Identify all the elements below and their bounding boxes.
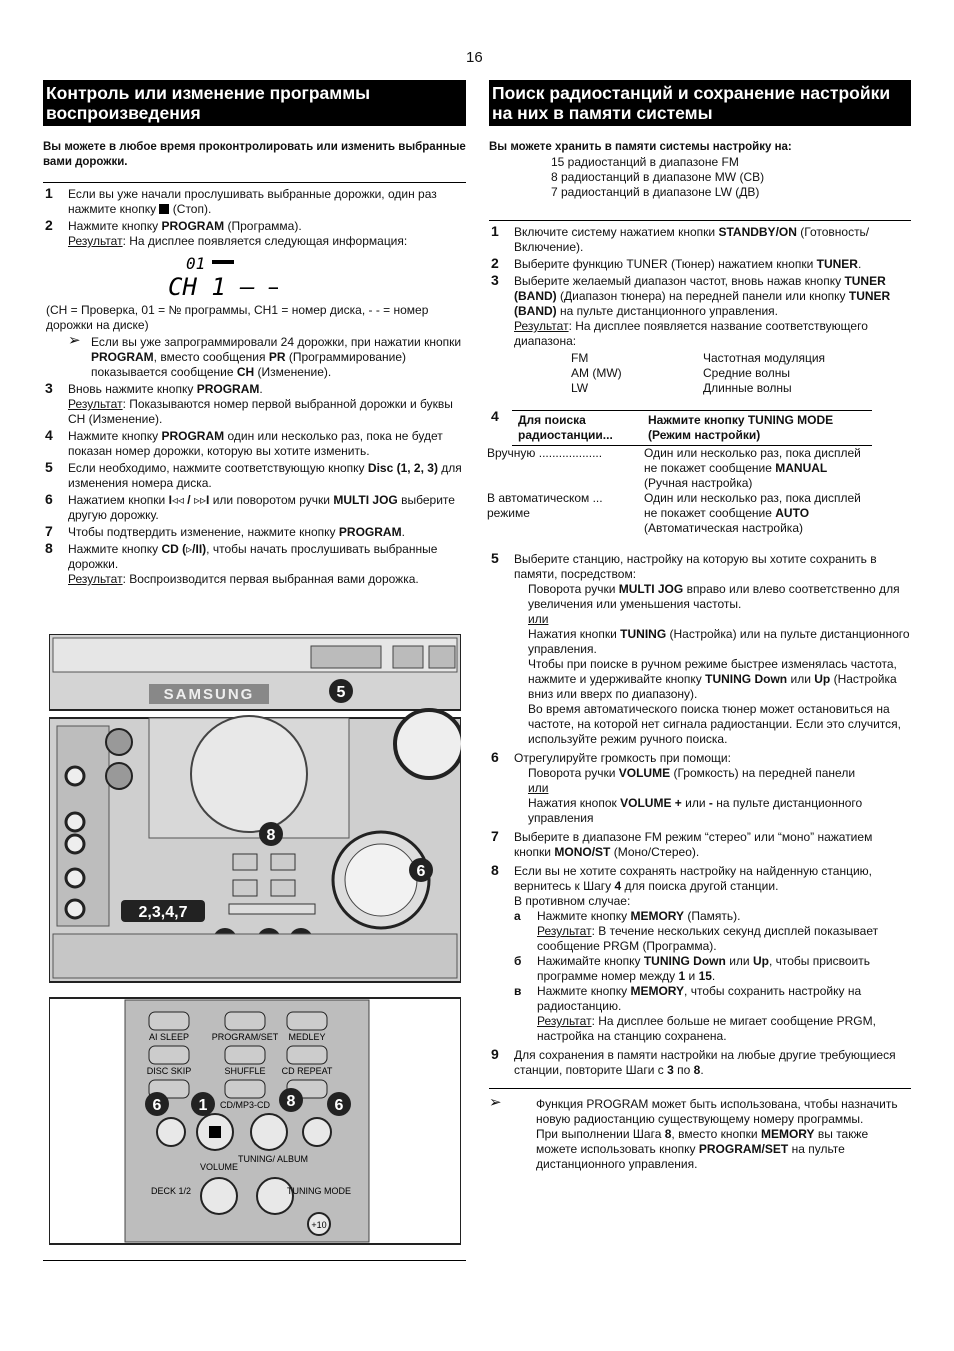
program-note: ➢ Функция PROGRAM может быть использован… [489, 1094, 898, 1171]
tuner-step-9: 9 Для сохранения в памяти настройки на л… [491, 1046, 896, 1078]
stop-icon [159, 204, 170, 214]
left-column: Контроль или изменение программы воспрои… [43, 80, 466, 587]
step-2-note: ➢ Если вы уже запрограммировали 24 дорож… [68, 332, 462, 379]
callout-1-remote: 1 [199, 1097, 208, 1114]
note-arrow-icon: ➢ [489, 1094, 502, 1111]
step-7: 7 Чтобы подтвердить изменение, нажмите к… [45, 523, 405, 540]
remote-label-program-set: PROGRAM/SET [212, 1032, 279, 1042]
lcd-legend: (CH = Проверка, 01 = № программы, CH1 = … [46, 303, 429, 332]
sub-step-b: б Нажимайте кнопку TUNING Down или Up, ч… [514, 954, 870, 983]
list-item: 15 радиостанций в диапазоне FM [551, 155, 739, 169]
table-row: Вручную ................... Один или нес… [487, 446, 861, 490]
divider [43, 182, 466, 183]
step-1: 1 Если вы уже начали прослушивать выбран… [45, 185, 437, 217]
tuner-step-4: 4 Для поиска радиостанции... Нажмите кно… [487, 409, 911, 536]
brand-logo: SAMSUNG [164, 686, 255, 703]
tuner-step-2: 2 Выберите функцию TUNER (Тюнер) нажатие… [491, 255, 862, 272]
remote-label-medley: MEDLEY [288, 1032, 325, 1042]
callout-5: 5 [337, 684, 346, 701]
divider [489, 220, 911, 221]
remote-label-volume: VOLUME [200, 1162, 238, 1172]
callout-6-jog: 6 [417, 863, 426, 880]
remote-label-disc-skip: DISC SKIP [147, 1066, 192, 1076]
sub-step-c: в Нажмите кнопку MEMORY, чтобы сохранить… [514, 984, 876, 1043]
tuner-step-5: 5 Выберите станцию, настройку на которую… [491, 550, 910, 747]
lcd-bottom-text: CH 1 – – [168, 273, 278, 301]
list-item: AM (MW)Средние волны [571, 366, 790, 380]
list-item: 8 радиостанций в диапазоне MW (CB) [551, 170, 765, 184]
remote-label-ai-sleep: AI SLEEP [149, 1032, 189, 1042]
callout-8-unit: 8 [267, 827, 276, 844]
table-row: В автоматическом ... режиме Один или нес… [487, 491, 861, 535]
tuner-step-6: 6 Отрегулируйте громкость при помощи: По… [491, 749, 863, 826]
right-column: Поиск радиостанций и сохранение настройк… [487, 80, 911, 1172]
step-2: 2 Нажмите кнопку PROGRAM (Программа). Ре… [43, 218, 466, 380]
tuner-step-7: 7 Выберите в диапазоне FM режим “стерео”… [491, 828, 873, 860]
step-8: 8 Нажмите кнопку CD (▹/II), чтобы начать… [45, 540, 438, 587]
remote-label-tuning-mode: TUNING MODE [287, 1186, 351, 1196]
step-4: 4 Нажмите кнопку PROGRAM один или нескол… [45, 427, 443, 459]
sub-step-a: а Нажмите кнопку MEMORY (Память). Резуль… [514, 909, 879, 953]
step-3: 3 Вновь нажмите кнопку PROGRAM. Результа… [45, 380, 453, 427]
step-6: 6 Нажатием кнопки I◃◃ / ▹▹I или поворото… [45, 491, 455, 523]
table-header-row: Для поиска радиостанции... Нажмите кнопк… [512, 410, 872, 446]
tuner-step-1: 1 Включите систему нажатием кнопки STAND… [491, 223, 870, 255]
tuner-step-3: 3 Выберите желаемый диапазон частот, вно… [491, 272, 891, 396]
lcd-top-text: 01 [186, 254, 205, 273]
right-intro: Вы можете хранить в памяти системы настр… [489, 141, 792, 153]
callout-8-remote: 8 [287, 1093, 296, 1110]
note-arrow-icon: ➢ [68, 332, 81, 349]
remote-label-cd-repeat: CD REPEAT [282, 1066, 333, 1076]
right-section-title: Поиск радиостанций и сохранение настройк… [489, 80, 911, 126]
left-section-title: Контроль или изменение программы воспрои… [43, 80, 466, 126]
remote-label-cd-mp3: CD/MP3-CD [220, 1100, 271, 1110]
divider [489, 1088, 911, 1089]
tuning-mode-table: Для поиска радиостанции... Нажмите кнопк… [487, 410, 872, 536]
tuner-step-8: 8 Если вы не хотите сохранять настройку … [489, 863, 911, 1044]
left-intro: Вы можете в любое время проконтролироват… [43, 141, 466, 168]
remote-label-deck: DECK 1/2 [151, 1186, 191, 1196]
callout-6-remote-right: 6 [335, 1097, 344, 1114]
callout-2347: 2,3,4,7 [139, 904, 188, 921]
page-number: 16 [466, 49, 483, 66]
remote-label-tuning-album: TUNING/ ALBUM [238, 1154, 308, 1164]
remote-label-plus10: +10 [311, 1220, 326, 1230]
lcd-display-illustration: 01 CH 1 – – [168, 253, 466, 301]
callout-6-remote-left: 6 [153, 1097, 162, 1114]
remote-label-shuffle: SHUFFLE [224, 1066, 265, 1076]
bottom-divider [43, 1260, 466, 1261]
device-illustration: SAMSUNG 5 8 6 2,3,4,7 6 1 6 [48, 633, 465, 1250]
step-5: 5 Если необходимо, нажмите соответствующ… [45, 459, 462, 491]
storage-list: 15 радиостанций в диапазоне FM 8 радиост… [489, 155, 911, 200]
list-item: 7 радиостанций в диапазоне LW (ДВ) [551, 185, 760, 199]
